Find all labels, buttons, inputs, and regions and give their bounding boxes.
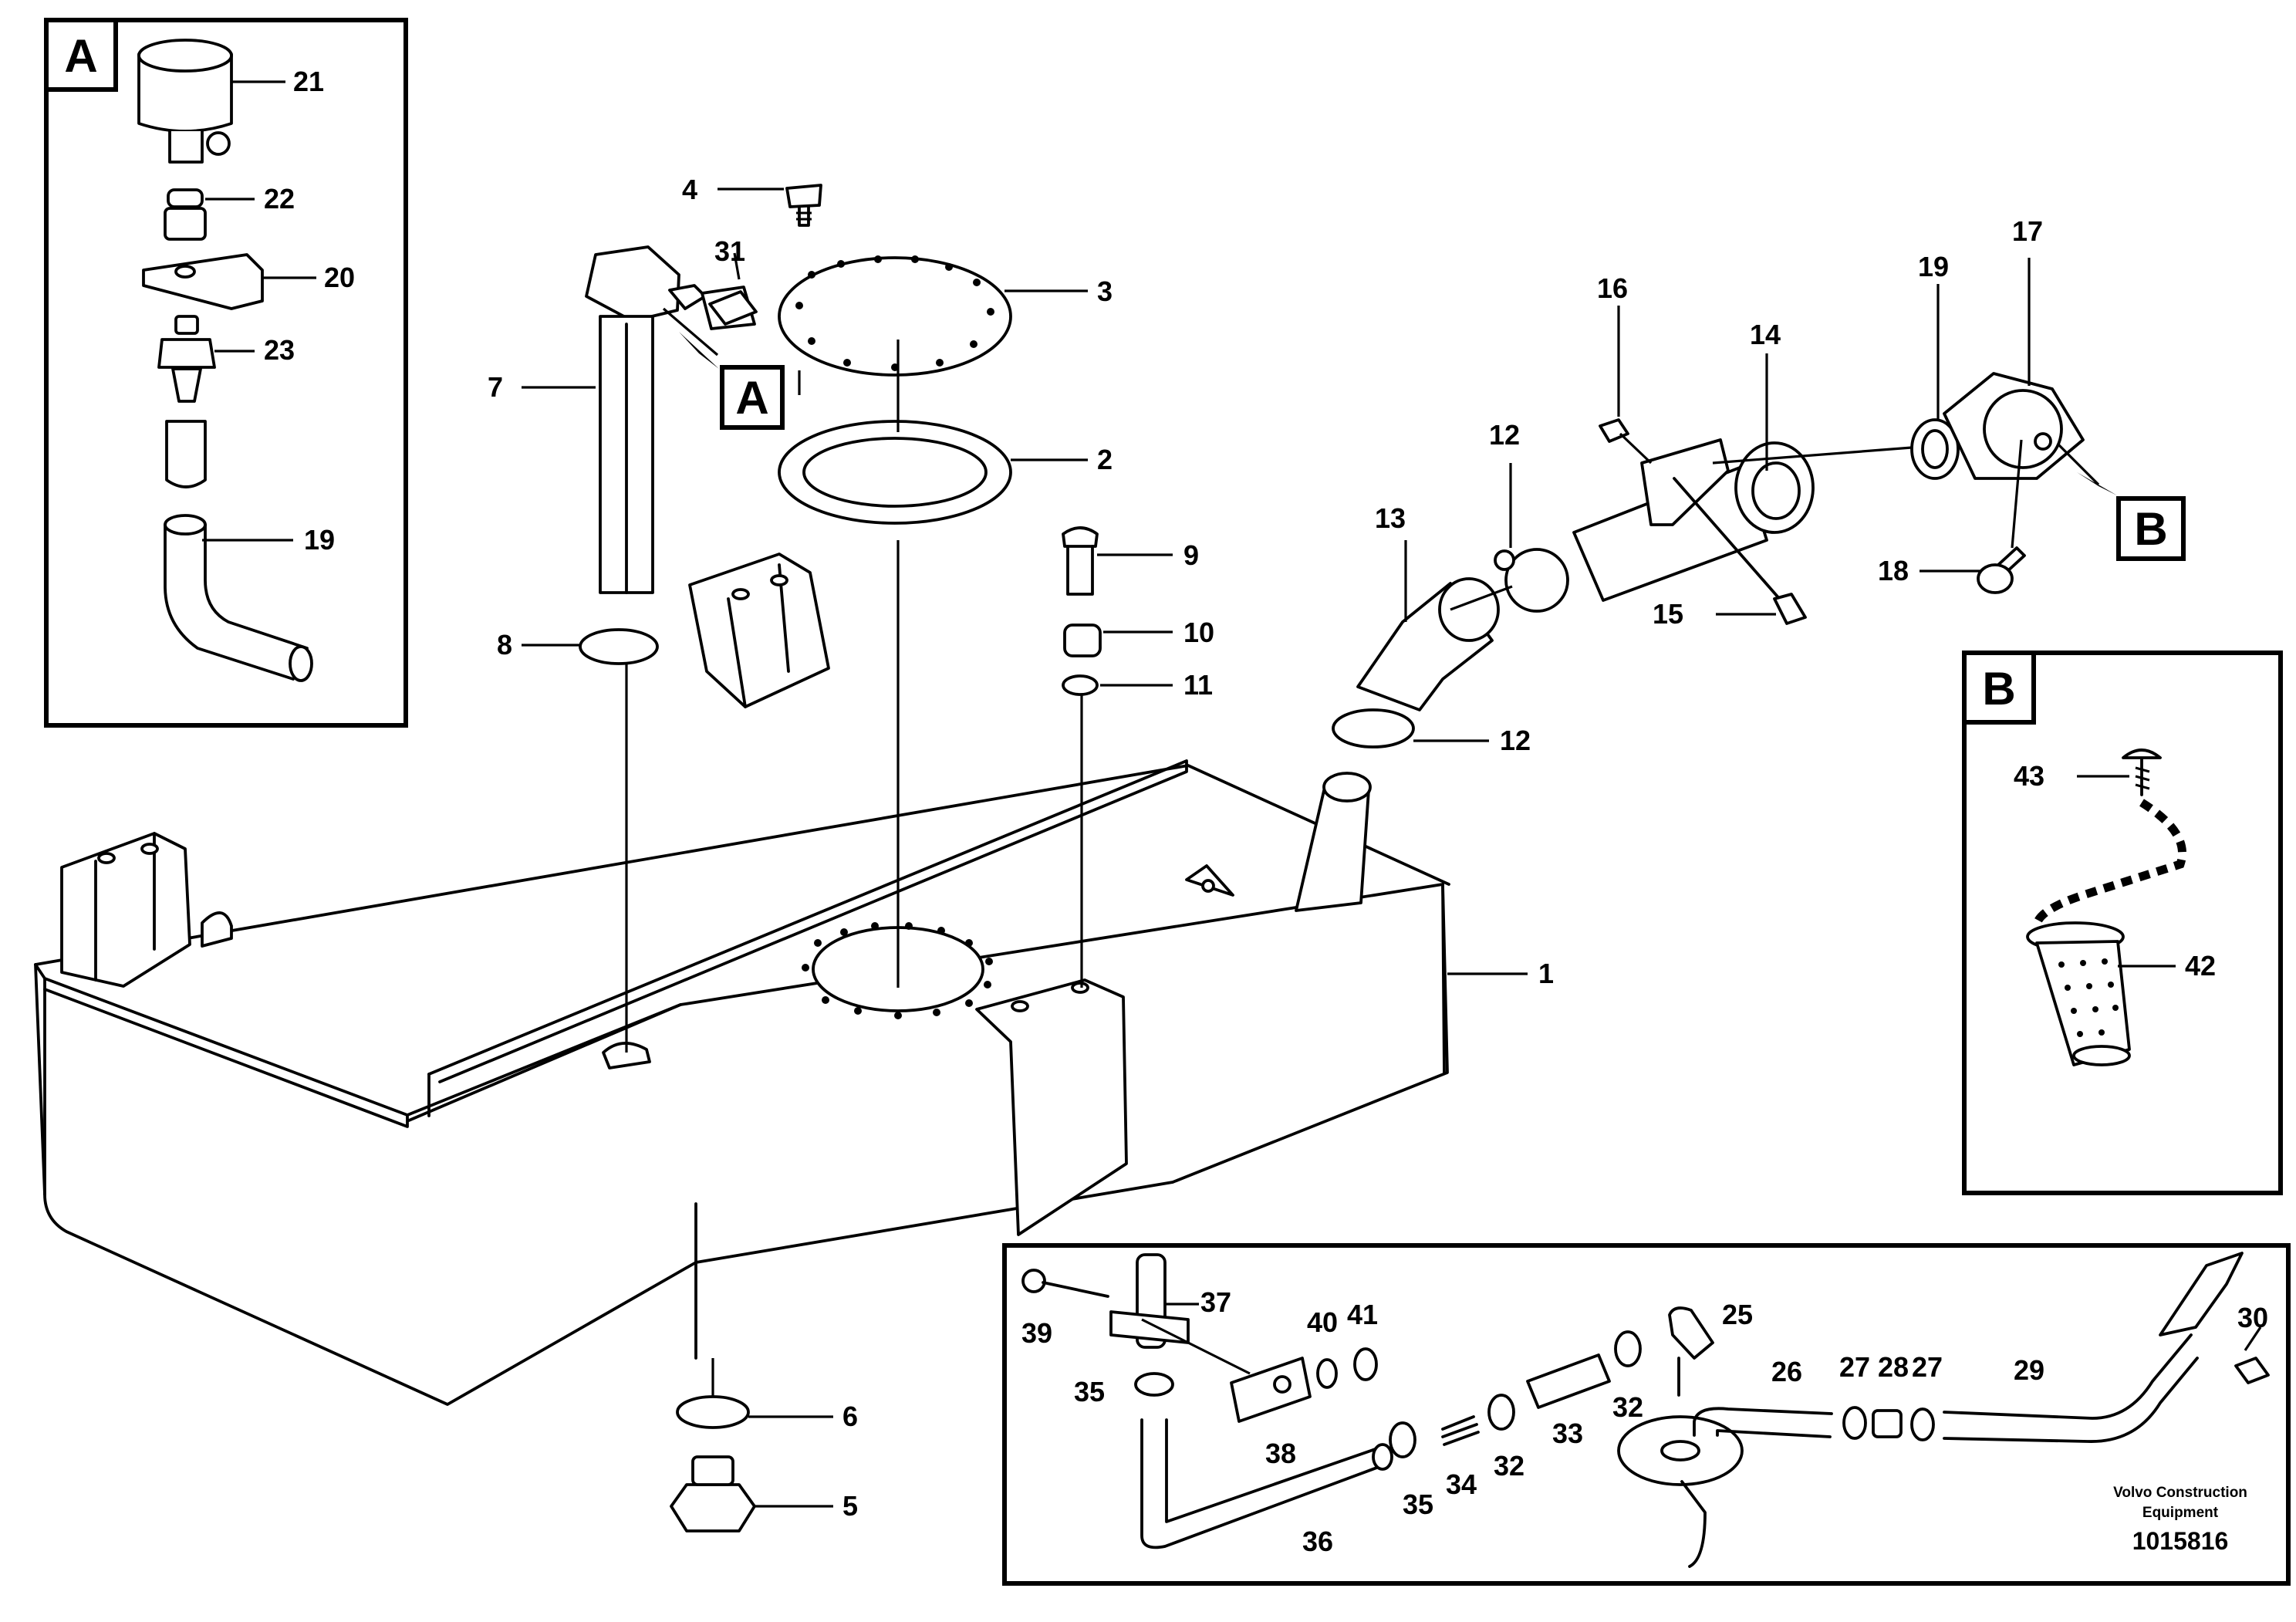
leader-lines bbox=[522, 188, 2031, 1508]
callout-12-upper: 12 bbox=[1489, 419, 1520, 451]
callout-3: 3 bbox=[1097, 275, 1113, 307]
callout-26: 26 bbox=[1771, 1356, 1802, 1387]
detail-panel-fuel-lines bbox=[1002, 1243, 2291, 1586]
credit-line-2: Equipment bbox=[2142, 1505, 2219, 1521]
callout-37: 37 bbox=[1200, 1286, 1231, 1318]
callout-32-right: 32 bbox=[1612, 1391, 1643, 1423]
callout-10: 10 bbox=[1183, 617, 1214, 648]
callout-labels: 21 22 20 23 19 4 31 3 2 7 8 9 10 11 1 6 … bbox=[264, 66, 2268, 1557]
marker-a-label: A bbox=[735, 372, 768, 424]
callout-2: 2 bbox=[1097, 444, 1113, 475]
exploded-parts bbox=[579, 184, 2085, 1532]
callout-21: 20 bbox=[324, 262, 355, 293]
callout-43: 43 bbox=[2014, 760, 2044, 792]
callout-31: 31 bbox=[714, 235, 745, 267]
credit-line-1: Volvo Construction bbox=[2113, 1485, 2247, 1501]
callout-30: 30 bbox=[2237, 1302, 2268, 1333]
callout-1: 1 bbox=[1538, 958, 1554, 989]
detail-panel-a: A bbox=[44, 18, 408, 728]
callout-38: 38 bbox=[1265, 1438, 1296, 1469]
callout-36: 36 bbox=[1302, 1526, 1333, 1557]
callout-7: 7 bbox=[488, 371, 503, 403]
callout-41: 41 bbox=[1347, 1299, 1378, 1330]
marker-b-label: B bbox=[2134, 503, 2167, 555]
detail-marker-a: A bbox=[679, 332, 785, 430]
callout-32-left: 32 bbox=[1494, 1450, 1524, 1482]
callout-35-left: 35 bbox=[1074, 1376, 1105, 1407]
detail-tag-b: B bbox=[1982, 663, 2015, 715]
callout-27-left: 27 bbox=[1839, 1351, 1870, 1383]
callout-15: 15 bbox=[1653, 598, 1683, 630]
detail-marker-b: B bbox=[2057, 443, 2186, 561]
callout-8: 8 bbox=[497, 629, 512, 661]
callout-6: 6 bbox=[842, 1401, 858, 1432]
callout-28: 28 bbox=[1878, 1351, 1909, 1383]
callout-22: 21 bbox=[293, 66, 324, 97]
callout-18: 18 bbox=[1878, 555, 1909, 586]
callout-29: 29 bbox=[2014, 1354, 2044, 1386]
callout-25: 25 bbox=[1722, 1299, 1753, 1330]
callout-9: 9 bbox=[1183, 539, 1199, 571]
callout-13: 13 bbox=[1375, 502, 1406, 534]
detail-tag-a: A bbox=[64, 30, 97, 82]
document-number: 1015816 bbox=[2132, 1527, 2229, 1555]
callout-33: 33 bbox=[1552, 1418, 1583, 1449]
fuel-tank bbox=[34, 552, 1450, 1406]
callout-17: 17 bbox=[2012, 215, 2043, 247]
callout-34: 34 bbox=[1446, 1468, 1477, 1500]
callout-5: 5 bbox=[842, 1490, 858, 1522]
callout-39: 39 bbox=[1021, 1317, 1052, 1349]
detail-panel-b: B bbox=[1962, 650, 2283, 1195]
callout-16: 16 bbox=[1597, 272, 1628, 304]
callout-23: 22 bbox=[264, 183, 295, 215]
callout-40: 40 bbox=[1307, 1306, 1338, 1338]
callout-12-lower: 12 bbox=[1500, 725, 1531, 756]
callout-14: 14 bbox=[1750, 319, 1781, 350]
callout-20: 19 bbox=[304, 524, 335, 556]
callout-24: 23 bbox=[264, 334, 295, 366]
callout-11: 11 bbox=[1183, 669, 1213, 701]
callout-42: 42 bbox=[2185, 950, 2216, 982]
callout-4: 4 bbox=[682, 174, 697, 205]
callout-27-right: 27 bbox=[1912, 1351, 1943, 1383]
callout-19: 19 bbox=[1918, 251, 1949, 282]
callout-35-right: 35 bbox=[1403, 1489, 1433, 1520]
